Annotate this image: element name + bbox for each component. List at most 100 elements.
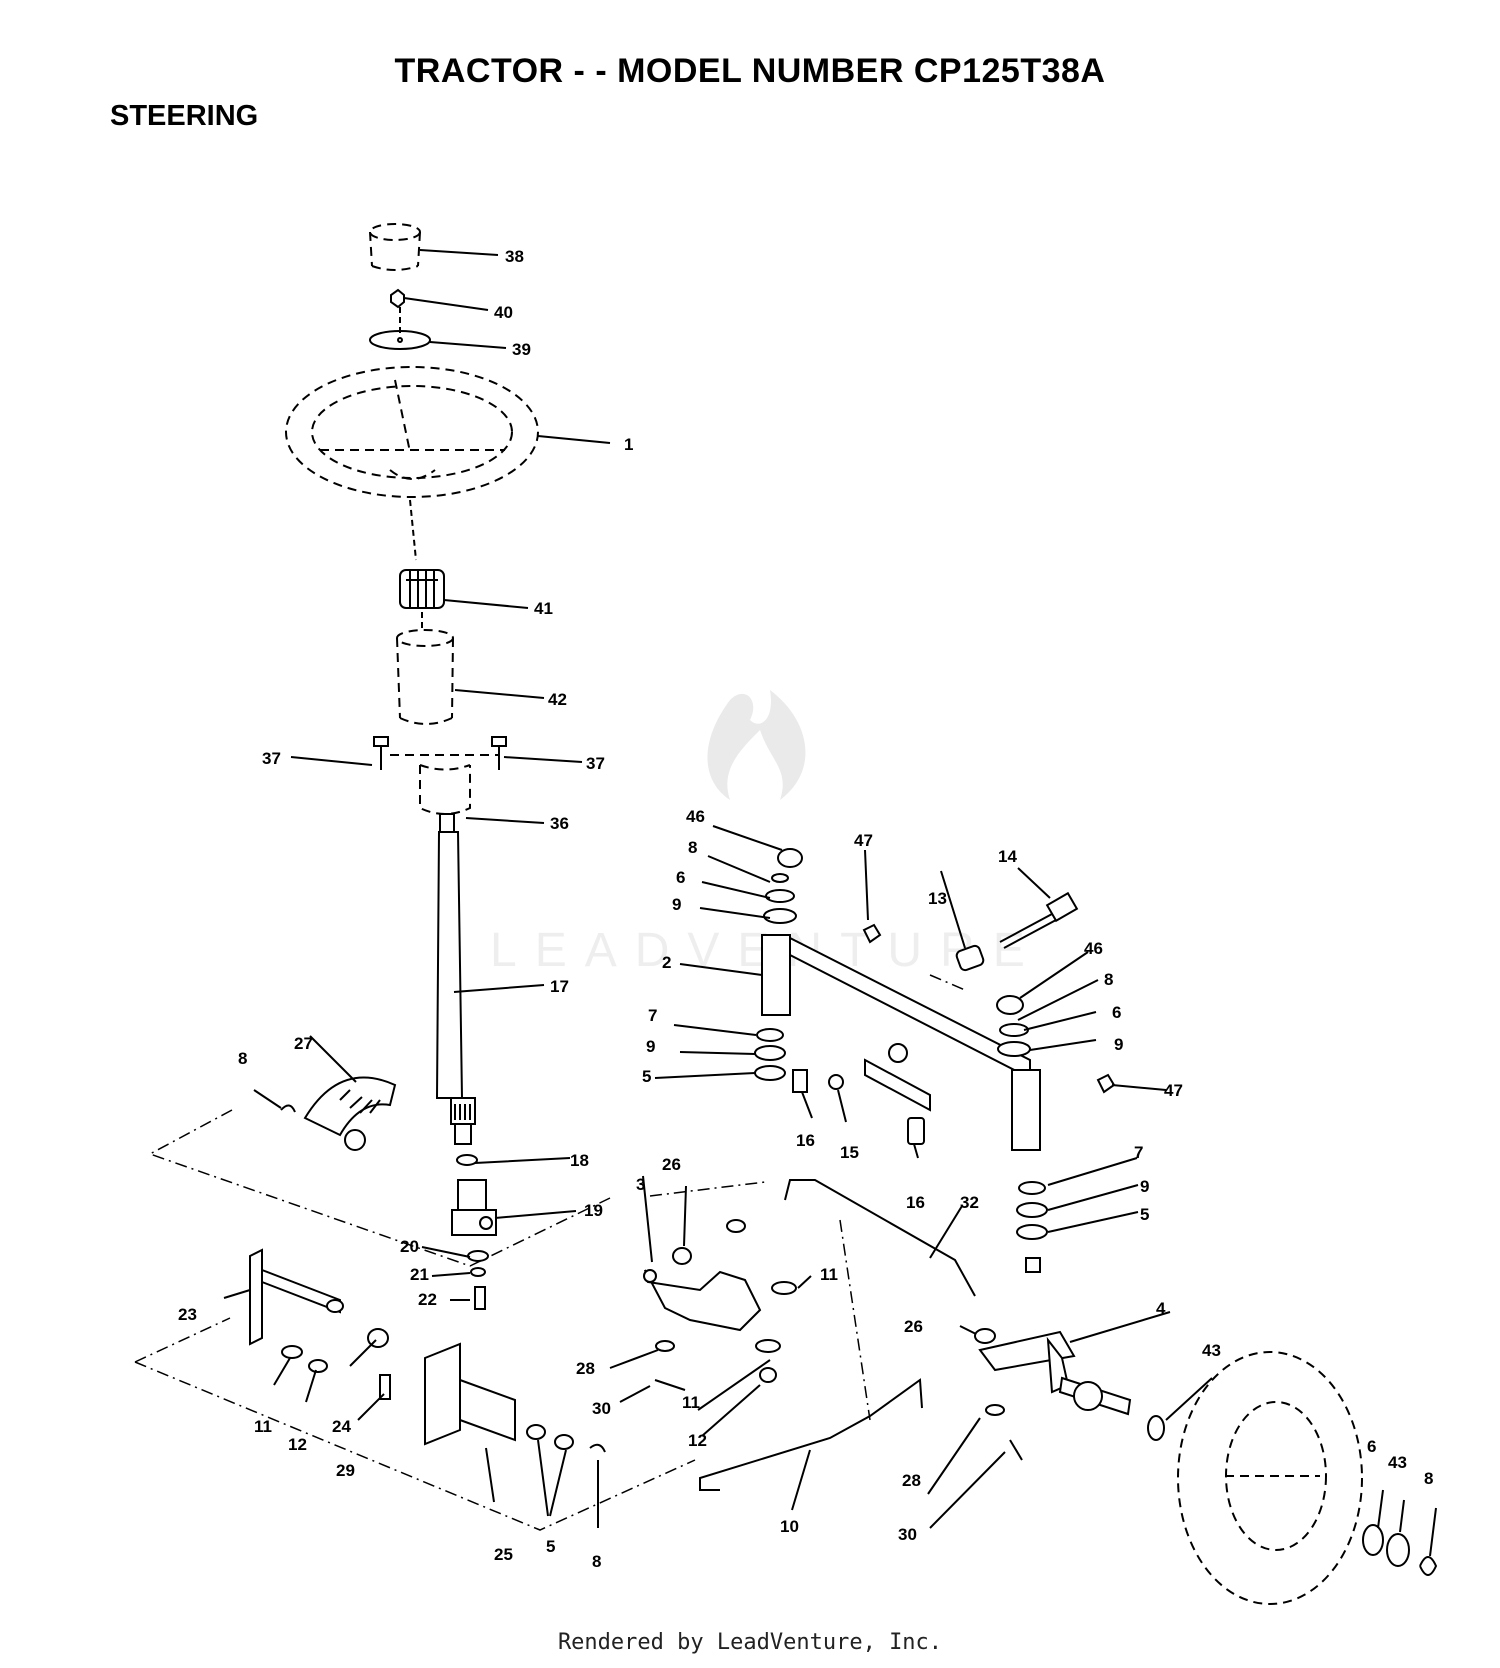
callout-32: 32 <box>960 1193 979 1212</box>
steering-wheel-1 <box>285 366 539 498</box>
callout-42: 42 <box>548 690 567 709</box>
callout-4: 4 <box>1156 1299 1166 1318</box>
spindle-4 <box>978 1330 1165 1441</box>
callout-16-right: 16 <box>906 1193 925 1212</box>
callout-7-left: 7 <box>648 1006 657 1025</box>
callout-30-left: 30 <box>592 1399 611 1418</box>
callout-6-axle-right: 6 <box>1112 1003 1121 1022</box>
nut-40 <box>390 288 405 309</box>
cap-46-right <box>996 995 1024 1015</box>
leadventure-watermark: LEADVENTURE <box>490 690 1043 977</box>
callout-16-left: 16 <box>796 1131 815 1150</box>
assembly-outlines <box>134 974 966 1531</box>
render-credit: Rendered by LeadVenture, Inc. <box>557 1630 943 1655</box>
callout-11-lower: 11 <box>682 1393 700 1412</box>
callout-13: 13 <box>928 889 947 908</box>
bushing-36 <box>390 754 498 815</box>
pin-29 <box>379 1374 391 1400</box>
nut-12-left <box>308 1359 328 1373</box>
adapter-41 <box>399 569 445 609</box>
tie-rod-32 <box>784 1179 976 1297</box>
callout-28-left: 28 <box>576 1359 595 1378</box>
diagram-title: TRACTOR - - MODEL NUMBER CP125T38A <box>394 52 1106 90</box>
cap-38 <box>369 223 421 271</box>
callout-12-left: 12 <box>288 1435 307 1454</box>
front-axle-2 <box>754 848 1116 1273</box>
nut-11-center <box>771 1281 797 1295</box>
callout-36: 36 <box>550 814 569 833</box>
callout-22: 22 <box>418 1290 437 1309</box>
bolt-37-right <box>491 736 507 770</box>
bolt-14 <box>999 891 1079 949</box>
callout-43-outer: 43 <box>1388 1453 1407 1472</box>
nut-47-right <box>1096 1073 1116 1094</box>
callout-46-left: 46 <box>686 807 705 826</box>
drag-link-10 <box>699 1378 923 1491</box>
pitman-arm-23 <box>249 1248 263 1346</box>
callout-47-right: 47 <box>1164 1081 1183 1100</box>
block-19 <box>451 1179 497 1236</box>
callout-43-inner: 43 <box>1202 1341 1221 1360</box>
callout-6-axle-left: 6 <box>676 868 685 887</box>
clip-8-outer <box>1419 1556 1438 1576</box>
tie-rods <box>699 1179 1023 1491</box>
callout-8-left: 8 <box>238 1049 247 1068</box>
nut-11-left <box>281 1345 303 1359</box>
callout-37-left: 37 <box>262 749 281 768</box>
bushing-26-right <box>974 1328 996 1344</box>
callout-21: 21 <box>410 1265 429 1284</box>
pin-16-left <box>792 1069 808 1093</box>
callout-5-left: 5 <box>546 1537 555 1556</box>
washer-43-outer <box>1386 1533 1410 1567</box>
sleeve-42 <box>396 629 454 725</box>
callout-11-center: 11 <box>820 1265 838 1284</box>
callout-46-right: 46 <box>1084 939 1103 958</box>
callout-39: 39 <box>512 340 531 359</box>
callout-19: 19 <box>584 1201 603 1220</box>
leader-lines <box>223 249 1437 1557</box>
callout-11-left: 11 <box>254 1417 272 1436</box>
callout-1: 1 <box>624 435 633 454</box>
callout-37-right: 37 <box>586 754 605 773</box>
nut-47-left <box>862 923 882 944</box>
callout-5-left-lower: 5 <box>642 1067 651 1086</box>
callout-27: 27 <box>294 1034 313 1053</box>
spacer-13 <box>955 944 985 972</box>
callout-8-bottom: 8 <box>592 1552 601 1571</box>
callout-38: 38 <box>505 247 524 266</box>
callout-28-right: 28 <box>902 1471 921 1490</box>
callout-labels: 38 40 39 1 41 42 37 37 36 17 27 8 18 19 … <box>178 247 1433 1571</box>
callout-14: 14 <box>998 847 1017 866</box>
spindle-3 <box>643 1219 797 1391</box>
left-linkage <box>249 1248 606 1453</box>
callout-20: 20 <box>400 1237 419 1256</box>
callout-17: 17 <box>550 977 569 996</box>
callout-9-axle-left: 9 <box>672 895 681 914</box>
bracket-25 <box>424 1342 516 1446</box>
callout-26-left: 26 <box>662 1155 681 1174</box>
nut-15 <box>828 1074 844 1090</box>
callout-9-left-lower: 9 <box>646 1037 655 1056</box>
callout-30-right: 30 <box>898 1525 917 1544</box>
washer-43-inner <box>1147 1415 1165 1441</box>
bushing-26-left <box>672 1247 692 1265</box>
washer-28-right <box>985 1404 1005 1416</box>
callout-9-right: 9 <box>1140 1177 1149 1196</box>
callout-41: 41 <box>534 599 553 618</box>
callout-24: 24 <box>332 1417 351 1436</box>
sector-gear-27 <box>280 1076 397 1151</box>
section-heading: STEERING <box>110 100 259 132</box>
callout-12-lower: 12 <box>688 1431 707 1450</box>
callout-15: 15 <box>840 1143 859 1162</box>
cotter-30-right <box>1009 1439 1023 1461</box>
callout-23: 23 <box>178 1305 197 1324</box>
callout-8-outer: 8 <box>1424 1469 1433 1488</box>
callout-10: 10 <box>780 1517 799 1536</box>
washer-21 <box>470 1267 486 1277</box>
watermark-text: LEADVENTURE <box>490 924 1043 977</box>
washer-6-outer <box>1362 1524 1384 1556</box>
bolt-22 <box>474 1286 486 1310</box>
pin-16-right <box>907 1117 925 1145</box>
callout-2: 2 <box>662 953 671 972</box>
